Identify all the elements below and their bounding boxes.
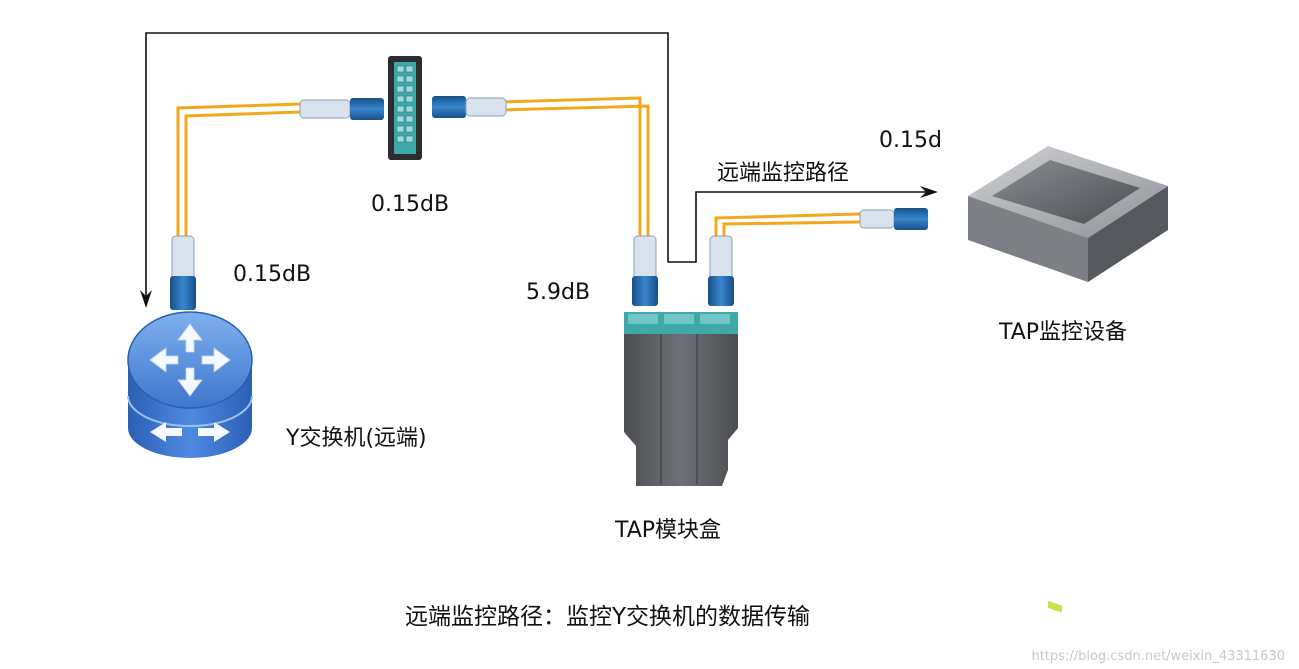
watermark: https://blog.csdn.net/weixin_43311630 [1031, 649, 1285, 664]
path-arrow-right-icon [920, 186, 938, 198]
monitor-device-icon [968, 146, 1168, 613]
fiber-cables [176, 96, 862, 242]
status-led-icon [1048, 600, 1062, 613]
diagram-caption: 远端监控路径：监控Y交换机的数据传输 [405, 604, 811, 630]
tap-module-icon [624, 312, 738, 486]
loss-label-monitor: 0.15d [879, 128, 942, 153]
remote-monitor-path [140, 32, 938, 308]
monitor-device-label: TAP监控设备 [999, 320, 1128, 345]
fiber-patch-panel-icon [388, 56, 422, 160]
network-switch-icon [127, 311, 253, 458]
remote-path-label: 远端监控路径 [717, 161, 850, 186]
switch-label: Y交换机(远端) [286, 426, 427, 451]
loss-label-panel: 0.15dB [371, 192, 450, 217]
loss-label-tap: 5.9dB [526, 280, 591, 305]
path-arrow-down-icon [140, 290, 152, 308]
tap-module-label: TAP模块盒 [615, 518, 722, 543]
loss-label-left: 0.15dB [233, 262, 312, 287]
fiber-connectors [170, 96, 928, 310]
